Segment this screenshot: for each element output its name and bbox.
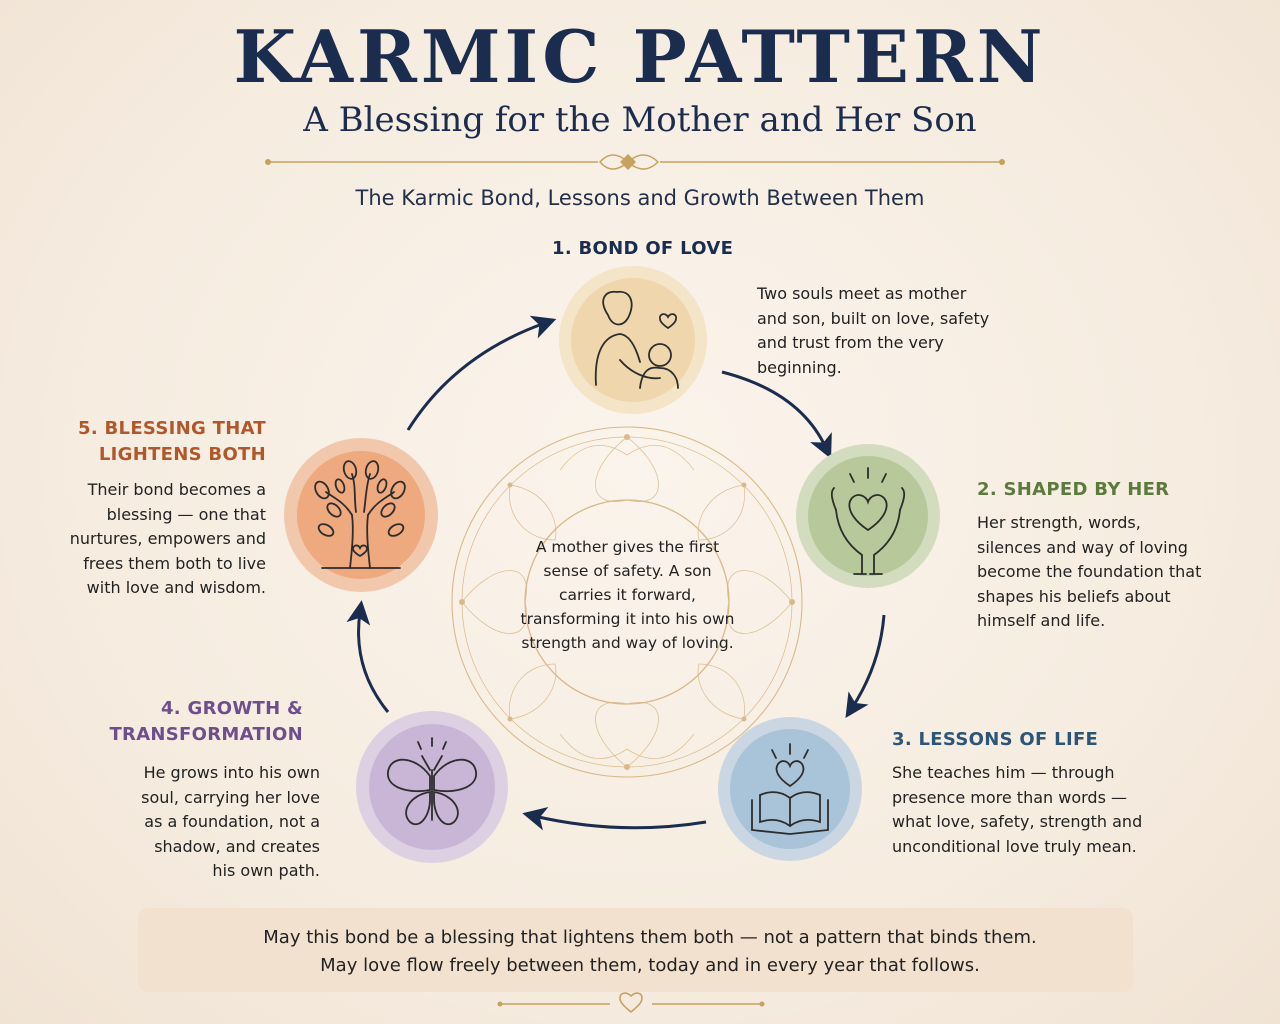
center-mandala (451, 426, 803, 778)
step-2-title: 2. SHAPED BY HER (977, 479, 1170, 500)
footer-line-1: May this bond be a blessing that lighten… (263, 927, 1037, 948)
step-2-description: Her strength, words, silences and way of… (977, 513, 1202, 630)
mother-child-icon (594, 290, 679, 389)
center-message: A mother gives the first sense of safety… (520, 538, 735, 652)
book-heart-icon (751, 743, 829, 835)
step-4-description: He grows into his own soul, carrying her… (141, 763, 320, 880)
step-1-circle (559, 266, 707, 414)
title-divider (265, 154, 1005, 170)
bottom-ornament (497, 992, 765, 1014)
step-3-description: She teaches him — through presence more … (892, 763, 1143, 856)
step-1-title: 1. BOND OF LOVE (552, 238, 734, 259)
step-4-title: 4. GROWTH & TRANSFORMATION (109, 698, 303, 745)
arrow-5-to-1 (406, 315, 557, 431)
page-subtitle: A Blessing for the Mother and Her Son (303, 100, 977, 140)
page-title: KARMIC PATTERN (233, 14, 1047, 99)
step-5-circle (284, 438, 438, 592)
step-1-description: Two souls meet as mother and son, built … (757, 284, 990, 377)
footer-line-2: May love flow freely between them, today… (320, 955, 980, 976)
step-3-title: 3. LESSONS OF LIFE (892, 729, 1099, 750)
step-2-circle (796, 444, 940, 588)
arrow-2-to-3 (845, 614, 886, 719)
arrow-3-to-4 (522, 807, 707, 831)
step-3-circle (718, 717, 862, 861)
arrow-4-to-5 (346, 600, 390, 713)
footer-banner (138, 908, 1133, 992)
butterfly-icon (387, 737, 477, 825)
step-5-description: Their bond becomes a blessing — one that… (69, 480, 266, 597)
step-4-circle (356, 711, 508, 863)
hands-heart-icon (830, 467, 906, 575)
arrow-1-to-2 (721, 370, 832, 459)
tagline: The Karmic Bond, Lessons and Growth Betw… (355, 186, 925, 210)
step-5-title: 5. BLESSING THAT LIGHTENS BOTH (78, 418, 266, 465)
footer-message: May this bond be a blessing that lighten… (240, 924, 1060, 980)
tree-heart-icon (314, 460, 406, 569)
